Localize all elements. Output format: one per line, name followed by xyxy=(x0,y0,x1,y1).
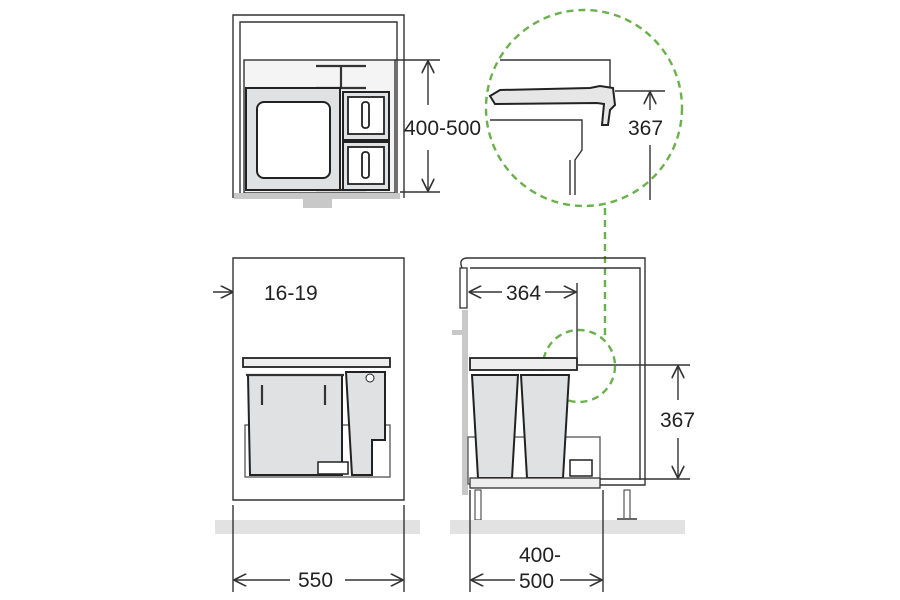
side-width-label-line1: 400- xyxy=(519,544,561,567)
cabinet-outline xyxy=(232,14,405,198)
bin-side-1 xyxy=(470,374,520,479)
small-bin-front xyxy=(344,371,386,476)
detail-view: 367 xyxy=(484,8,684,404)
door-panel xyxy=(462,310,468,495)
side-height-label: 367 xyxy=(660,409,695,432)
front-width-label: 550 xyxy=(298,569,333,592)
side-depth-label: 364 xyxy=(506,282,541,305)
cabinet-front xyxy=(232,257,405,501)
detail-height-label: 367 xyxy=(628,117,663,140)
front-view: 16-19 550 xyxy=(213,257,420,592)
top-height-label: 400-500 xyxy=(404,117,481,140)
side-view: 364 367 400- 500 xyxy=(450,257,695,593)
side-width-label-line2: 500 xyxy=(519,570,554,593)
top-view: 400-500 xyxy=(232,14,481,208)
detail-circle xyxy=(484,8,684,208)
bin-side-2 xyxy=(519,374,571,479)
front-offset-label: 16-19 xyxy=(264,282,318,305)
